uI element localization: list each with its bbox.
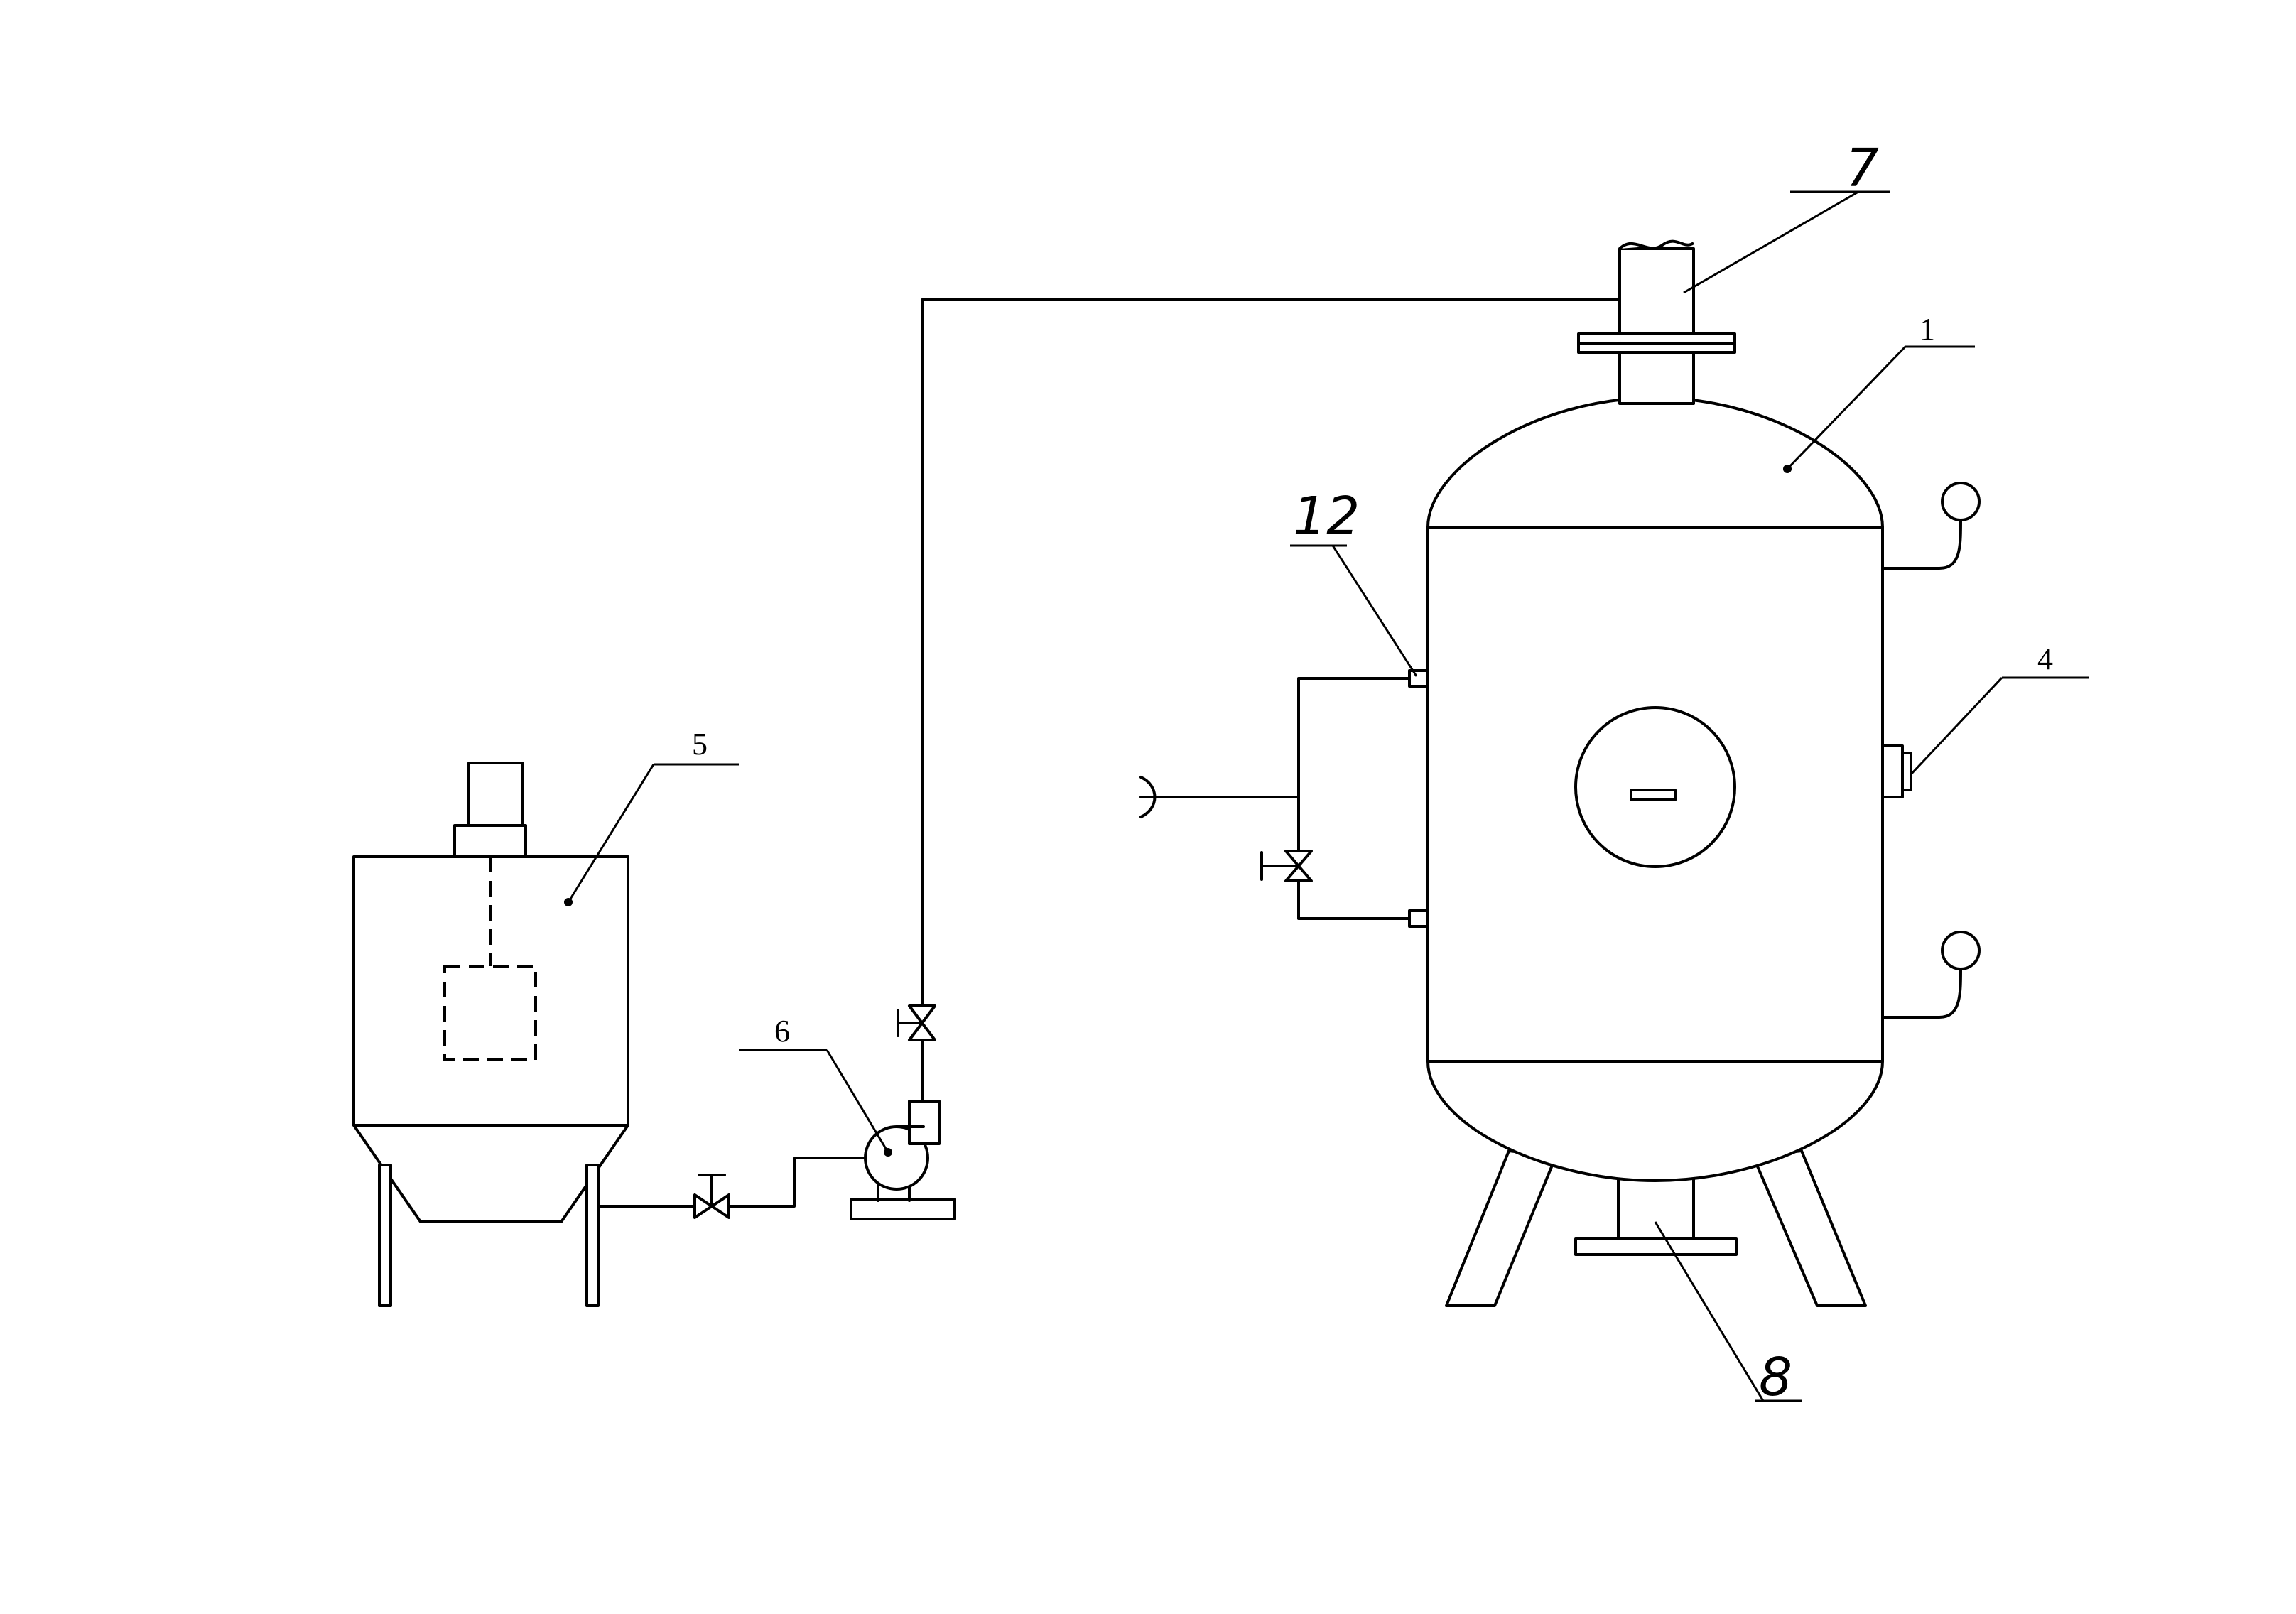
pipe-valve-to-pump: [727, 1157, 870, 1208]
callout-4: 4: [1910, 641, 2089, 776]
vessel-leg-left: [1445, 1149, 1557, 1307]
left-nozzles: [1139, 669, 1429, 928]
top-pipe-upper: [1618, 247, 1695, 335]
label-mixing-tank: 5: [692, 727, 708, 762]
manhole-handle: [1630, 789, 1677, 801]
vessel-leg-right: [1752, 1149, 1867, 1307]
label-side-nozzle: 12: [1293, 486, 1360, 547]
top-pipe-break: [1618, 239, 1695, 250]
pipe-to-top-pipe: [921, 298, 1621, 1007]
tank-leg-left: [378, 1164, 392, 1307]
callout-5: 5: [564, 727, 739, 906]
callout-7: 7: [1683, 138, 1890, 294]
pump-base: [850, 1198, 956, 1220]
agitator-impeller: [443, 965, 537, 1061]
upper-gauge: [1881, 482, 1981, 570]
mixing-tank-body: [352, 855, 629, 1127]
inlet-line-end: [1139, 776, 1166, 818]
upper-gauge-dial: [1941, 482, 1981, 521]
mixing-tank-legs: [378, 1164, 600, 1307]
lower-side-nozzle: [1408, 909, 1429, 928]
agitator-motor: [467, 762, 524, 827]
callout-8: 8: [1654, 1221, 1802, 1408]
label-top-pipe: 7: [1846, 138, 1879, 199]
pump-discharge: [908, 1100, 941, 1145]
callout-1: 1: [1786, 312, 1975, 470]
mixing-tank: [352, 762, 629, 1307]
sight-glass: [1881, 744, 1912, 798]
main-vessel: [1426, 396, 1884, 1307]
lower-gauge-dial: [1941, 931, 1981, 970]
tank-leg-right: [585, 1164, 600, 1307]
riser-valve: [897, 1004, 936, 1041]
callout-12: 12: [1290, 486, 1418, 677]
agitator-gearbox: [453, 824, 527, 858]
callout-6: 6: [739, 1014, 892, 1157]
bottom-outlet-pipe: [1617, 1174, 1695, 1240]
label-bottom-outlet: 8: [1759, 1347, 1792, 1408]
label-sight-glass: 4: [2037, 641, 2053, 676]
label-pump: 6: [774, 1014, 790, 1049]
pump: [850, 1100, 956, 1220]
tank-outlet-valve: [693, 1174, 730, 1219]
lower-gauge: [1881, 931, 1981, 1019]
mixing-tank-cone: [352, 1124, 629, 1223]
top-pipe-neck: [1618, 351, 1695, 405]
top-pipe: [1577, 239, 1736, 405]
manhole: [1574, 706, 1736, 868]
side-valve: [1260, 850, 1313, 882]
label-vessel: 1: [1919, 312, 1935, 347]
upper-side-nozzle: [1408, 669, 1429, 688]
bottom-outlet-flange: [1574, 1237, 1738, 1256]
